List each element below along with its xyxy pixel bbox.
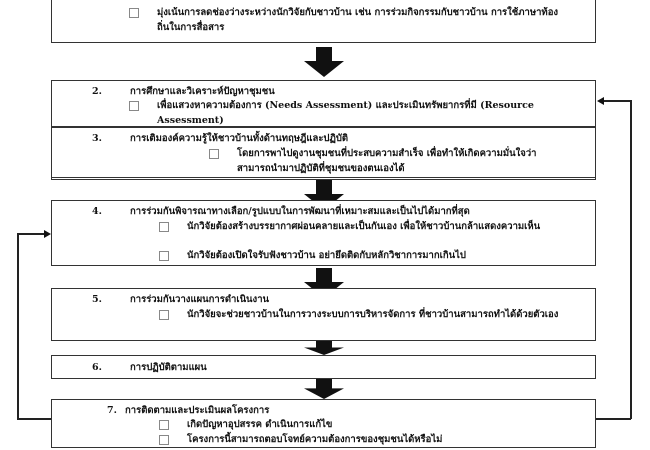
step-item: โครงการนี้สามารถตอบโจทย์ความต้องการของชุ… — [187, 434, 443, 445]
arrowhead-left-icon — [44, 230, 51, 238]
feedback-line-right-bottom — [596, 418, 631, 420]
checkbox-icon — [159, 435, 169, 445]
step-4-box: 4. การร่วมกันพิจารณาทางเลือก/รูปแบบในการพ… — [51, 200, 596, 266]
step-7-box: 7. การติดตามและประเมินผลโครงการ เกิดปัญหา… — [51, 399, 596, 448]
checkbox-icon — [129, 8, 139, 18]
feedback-line-right-top — [603, 100, 631, 102]
step-1-box: มุ่งเน้นการลดช่องว่างระหว่างนักวิจัยกับช… — [51, 0, 596, 43]
step-item: มุ่งเน้นการลดช่องว่างระหว่างนักวิจัยกับช… — [157, 7, 559, 33]
step-6-box: 6. การปฏิบัติตามแผน — [51, 355, 596, 379]
feedback-line-left-bottom — [17, 418, 51, 420]
step-item: นักวิจัยต้องสร้างบรรยากาศผ่อนคลายและเป็น… — [187, 221, 541, 232]
checkbox-icon — [159, 420, 169, 430]
step-title: การเติมองค์ความรู้ให้ชาวบ้านทั้งด้านทฤษฎ… — [130, 133, 349, 144]
step-item: โดยการพาไปดูงานชุมชนที่ประสบความสำเร็จ เ… — [237, 148, 537, 174]
step-title: การร่วมกันวางแผนการดำเนินงาน — [130, 294, 270, 305]
step-item: นักวิจัยต้องเปิดใจรับฟังชาวบ้าน อย่ายึดต… — [187, 250, 466, 261]
feedback-line-left-top — [17, 233, 45, 235]
down-arrow-icon — [304, 341, 344, 355]
step-number: 3. — [92, 133, 102, 144]
step-item: นักวิจัยจะช่วยชาวบ้านในการวางระบบการบริห… — [187, 309, 559, 320]
feedback-line-right — [630, 100, 632, 419]
checkbox-icon — [209, 149, 219, 159]
down-arrow-icon — [304, 47, 344, 77]
step-5-box: 5. การร่วมกันวางแผนการดำเนินงาน นักวิจัยจ… — [51, 288, 596, 341]
step-title: การศึกษาและวิเคราะห์ปัญหาชุมชน — [130, 86, 275, 97]
checkbox-icon — [159, 310, 169, 320]
step-3-box: 3. การเติมองค์ความรู้ให้ชาวบ้านทั้งด้านทฤ… — [51, 127, 596, 178]
feedback-line-left — [17, 233, 19, 419]
step-number: 5. — [92, 294, 102, 305]
step-number: 4. — [92, 206, 102, 217]
step-item: เพื่อแสวงหาความต้องการ (Needs Assessment… — [157, 100, 534, 126]
step-number: 6. — [92, 362, 102, 373]
step-number: 7. — [107, 405, 117, 416]
step-title: การติดตามและประเมินผลโครงการ — [125, 405, 270, 416]
checkbox-icon — [159, 251, 169, 261]
checkbox-icon — [129, 101, 139, 111]
step-number: 2. — [92, 86, 102, 97]
step-2-box: 2. การศึกษาและวิเคราะห์ปัญหาชุมชน เพื่อแส… — [51, 80, 596, 127]
step-title: การปฏิบัติตามแผน — [130, 362, 207, 373]
step-item: เกิดปัญหาอุปสรรค ดำเนินการแก้ไข — [187, 419, 333, 430]
step-title: การร่วมกันพิจารณาทางเลือก/รูปแบบในการพัฒ… — [130, 206, 470, 217]
down-arrow-icon — [304, 379, 344, 399]
checkbox-icon — [159, 222, 169, 232]
arrowhead-right-icon — [597, 97, 604, 105]
